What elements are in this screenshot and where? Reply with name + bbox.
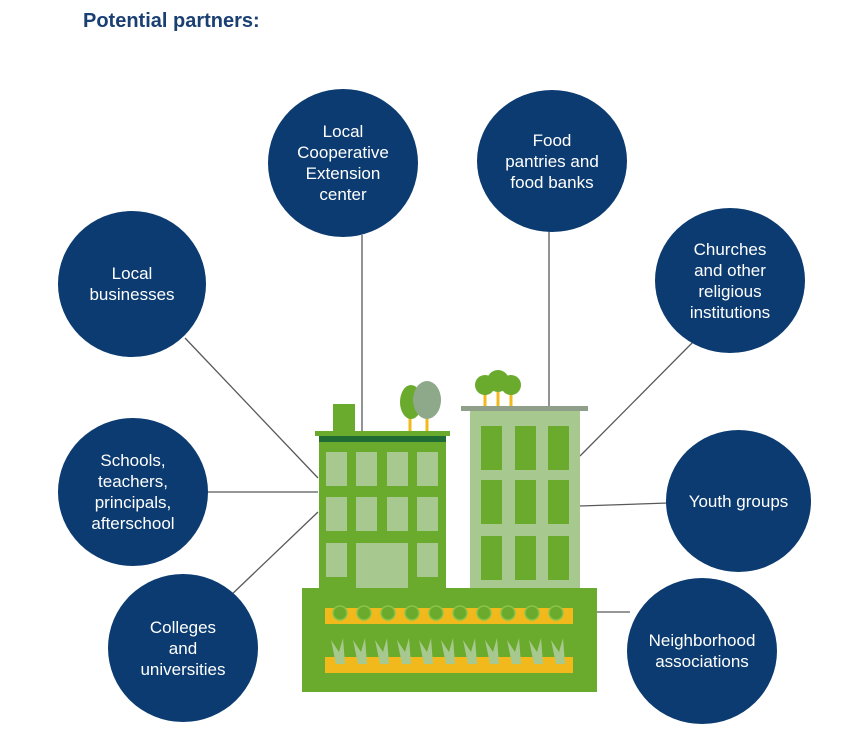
tree-icon <box>400 381 441 432</box>
windows-left <box>326 452 438 589</box>
building-illustration <box>302 370 597 692</box>
connector-lines <box>184 230 696 613</box>
partner-neighborhood: Neighborhood associations <box>627 578 777 724</box>
partner-colleges: Colleges and universities <box>108 574 258 722</box>
connector-churches <box>579 339 696 457</box>
windows-right <box>481 426 569 580</box>
partner-local-businesses: Local businesses <box>58 211 206 357</box>
partner-extension-center: Local Cooperative Extension center <box>268 89 418 237</box>
partner-churches: Churches and other religious institution… <box>655 208 805 353</box>
partner-food-pantries: Food pantries and food banks <box>477 90 627 232</box>
page-title: Potential partners: <box>83 10 260 32</box>
tree-icon <box>475 370 521 410</box>
partner-schools: Schools, teachers, principals, afterscho… <box>58 418 208 566</box>
connector-youth-groups <box>579 502 669 507</box>
plant-icon <box>331 638 565 664</box>
partner-youth-groups: Youth groups <box>666 430 811 572</box>
connector-local-businesses <box>184 337 319 479</box>
plant-icon <box>332 605 564 621</box>
connector-colleges <box>227 511 319 599</box>
